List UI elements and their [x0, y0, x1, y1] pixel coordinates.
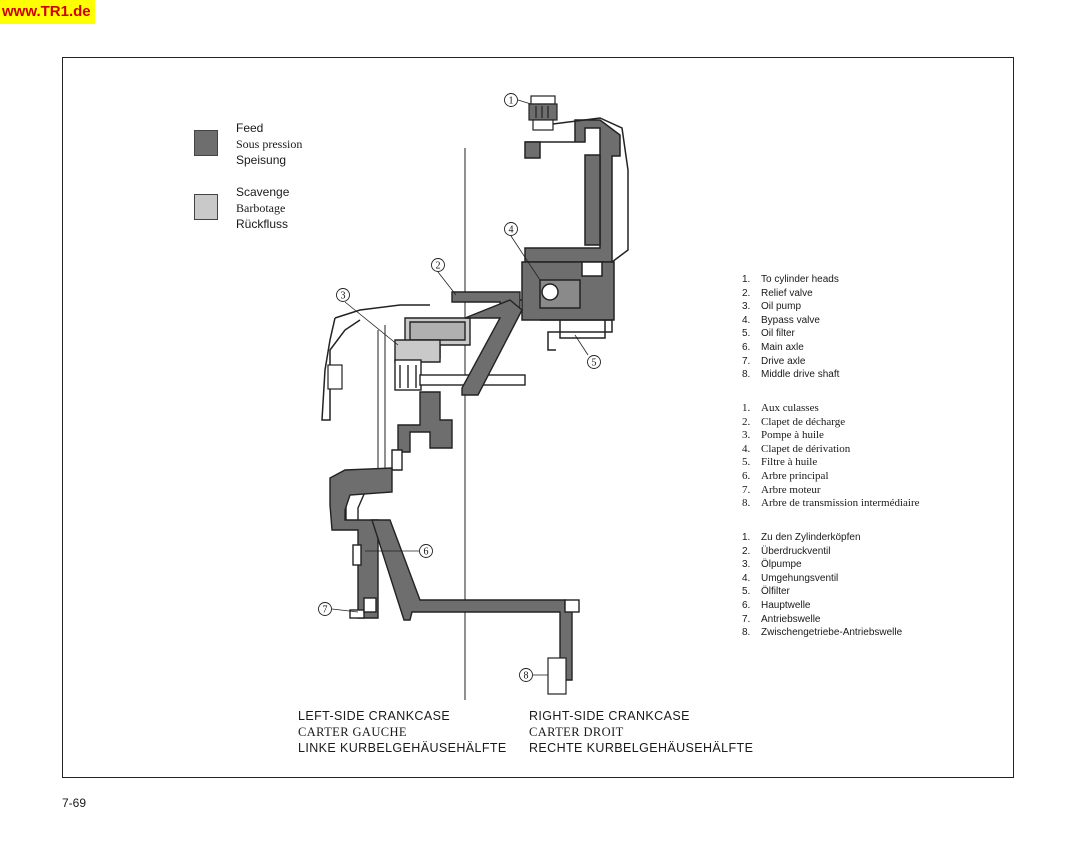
parts-list-fr: 1.Aux culasses 2.Clapet de décharge 3.Po… [742, 402, 920, 511]
legend-feed-swatch [194, 130, 218, 156]
parts-de-row: 6.Hauptwelle [742, 599, 811, 611]
callout-6 [419, 544, 433, 558]
parts-fr-row: 5.Filtre à huile [742, 456, 818, 469]
diagram-frame [62, 57, 1014, 778]
left-wall-inner [377, 325, 386, 470]
callout-label-7: 7 [323, 605, 328, 616]
parts-de-row: 4.Umgehungsventil [742, 572, 839, 584]
watermark: www.TR1.de [0, 0, 95, 24]
parts-de-row: 2.Überdruckventil [742, 545, 831, 557]
legend-feed-fr: Sous pression [236, 137, 303, 151]
caption-left-en: LEFT-SIDE CRANKCASE [298, 709, 451, 723]
callout-4 [504, 222, 518, 236]
caption-right-de: RECHTE KURBELGEHÄUSEHÄLFTE [529, 741, 754, 755]
parts-en-row: 3.Oil pump [742, 301, 802, 313]
middle-drive-shaft-fitting [547, 657, 567, 695]
parts-en-row: 4.Bypass valve [742, 314, 820, 326]
caption-left-de: LINKE KURBELGEHÄUSEHÄLFTE [298, 741, 507, 755]
legend-feed-de: Speisung [236, 153, 287, 167]
parts-de-row: 3.Ölpumpe [742, 559, 802, 571]
callout-labels: 1 2 3 4 5 6 7 8 [323, 96, 597, 682]
parts-de-row: 5.Ölfilter [742, 586, 790, 598]
caption-left-fr: CARTER GAUCHE [298, 725, 407, 739]
callout-markers [318, 93, 601, 682]
parts-fr-row: 3.Pompe à huile [742, 429, 824, 442]
callout-label-5: 5 [592, 358, 597, 369]
parts-en-row: 7.Drive axle [742, 355, 806, 367]
callout-label-6: 6 [424, 547, 429, 558]
callout-label-3: 3 [341, 291, 346, 302]
legend-feed-text: Feed Sous pression Speisung [236, 120, 302, 168]
callout-2 [431, 258, 445, 272]
caption-right-crankcase: RIGHT-SIDE CRANKCASE CARTER DROIT RECHTE… [529, 708, 753, 756]
left-crankcase-outline [321, 304, 430, 421]
callout-label-2: 2 [436, 261, 441, 272]
callout-7 [318, 602, 332, 616]
legend-scavenge-fr: Barbotage [236, 201, 286, 215]
feed-passage-diagonal [461, 299, 523, 396]
callout-label-8: 8 [524, 671, 529, 682]
cylinder-head-feed-pipe [524, 119, 621, 263]
parts-en-row: 2.Relief valve [742, 287, 813, 299]
parts-fr-row: 2.Clapet de décharge [742, 415, 846, 428]
parts-fr-row: 6.Arbre principal [742, 469, 829, 482]
legend-scavenge-swatch [194, 194, 218, 220]
cylinder-head-fitting [528, 95, 558, 131]
parts-list-de: 1.Zu den Zylinderköpfen 2.Überdruckventi… [742, 531, 902, 640]
callout-3 [336, 288, 350, 302]
legend-feed-en: Feed [236, 121, 264, 135]
caption-left-crankcase: LEFT-SIDE CRANKCASE CARTER GAUCHE LINKE … [298, 708, 507, 756]
legend-scavenge-en: Scavenge [236, 185, 290, 199]
parts-de-row: 7.Antriebswelle [742, 613, 821, 625]
parts-fr-row: 7.Arbre moteur [742, 483, 821, 496]
parts-en-row: 5.Oil filter [742, 328, 795, 340]
callout-label-4: 4 [509, 225, 514, 236]
main-axle-passage [329, 391, 453, 619]
page-number: 7-69 [62, 796, 87, 810]
parts-de-row: 1.Zu den Zylinderköpfen [742, 532, 861, 543]
parts-fr-row: 8.Arbre de transmission intermédiaire [742, 497, 920, 510]
parts-fr-row: 4.Clapet de dérivation [742, 442, 851, 455]
parts-en-row: 6.Main axle [742, 341, 804, 353]
parts-list-en: 1.To cylinder heads 2.Relief valve 3.Oil… [742, 273, 839, 382]
parts-en-row: 8.Middle drive shaft [742, 369, 840, 381]
leader-lines [331, 99, 589, 676]
legend-scavenge-de: Rückfluss [236, 217, 289, 231]
callout-8 [519, 668, 533, 682]
parts-fr-row: 1.Aux culasses [742, 402, 819, 414]
left-side-fitting [327, 364, 343, 390]
oil-filter-housing [500, 261, 615, 351]
parts-de-row: 8.Zwischengetriebe-Antriebswelle [742, 627, 903, 639]
caption-right-fr: CARTER DROIT [529, 725, 624, 739]
drive-axle-passage [349, 519, 580, 681]
legend-scavenge-text: Scavenge Barbotage Rückfluss [236, 184, 289, 232]
caption-right-en: RIGHT-SIDE CRANKCASE [529, 709, 690, 723]
callout-label-1: 1 [509, 96, 514, 107]
callout-1 [504, 93, 518, 107]
callout-5 [587, 355, 601, 369]
parts-en-row: 1.To cylinder heads [742, 274, 839, 285]
